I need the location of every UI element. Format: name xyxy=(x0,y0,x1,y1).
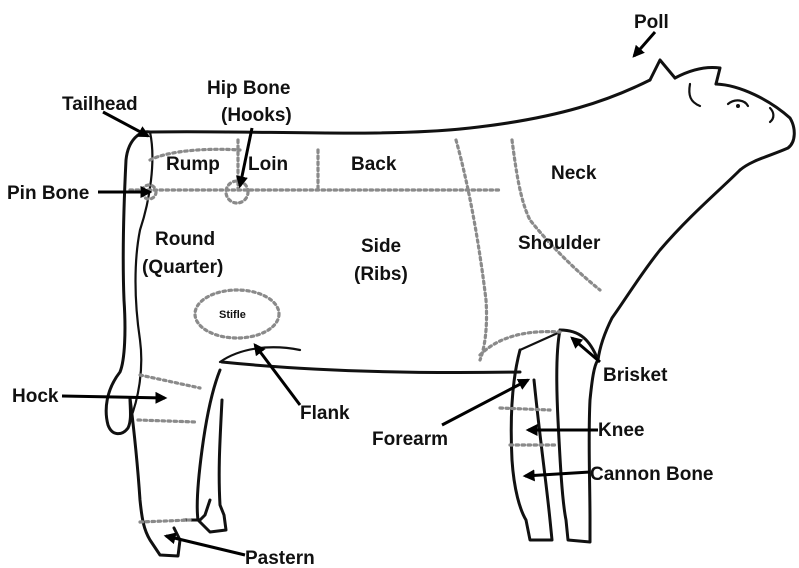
label-forearm: Forearm xyxy=(372,429,448,450)
label-brisket: Brisket xyxy=(603,365,668,386)
label-hip-bone: Hip Bone xyxy=(207,78,290,99)
label-back: Back xyxy=(351,154,397,175)
label-ribs: (Ribs) xyxy=(354,264,408,285)
label-poll: Poll xyxy=(634,12,669,33)
label-hooks: (Hooks) xyxy=(221,105,292,126)
label-hock: Hock xyxy=(12,386,59,407)
label-round: Round xyxy=(155,229,215,250)
label-cannon-bone: Cannon Bone xyxy=(590,464,714,485)
label-pastern: Pastern xyxy=(245,548,315,568)
label-flank: Flank xyxy=(300,403,350,424)
label-stifle: Stifle xyxy=(219,309,246,321)
label-neck: Neck xyxy=(551,163,597,184)
label-knee: Knee xyxy=(598,420,644,441)
label-pin-bone: Pin Bone xyxy=(7,183,89,204)
part-labels: Poll Tailhead Hip Bone (Hooks) Rump Loin… xyxy=(7,12,714,568)
label-side: Side xyxy=(361,236,401,257)
label-loin: Loin xyxy=(248,154,288,175)
label-quarter: (Quarter) xyxy=(142,257,223,278)
label-tailhead: Tailhead xyxy=(62,94,138,115)
label-shoulder: Shoulder xyxy=(518,233,601,254)
label-rump: Rump xyxy=(166,154,220,175)
